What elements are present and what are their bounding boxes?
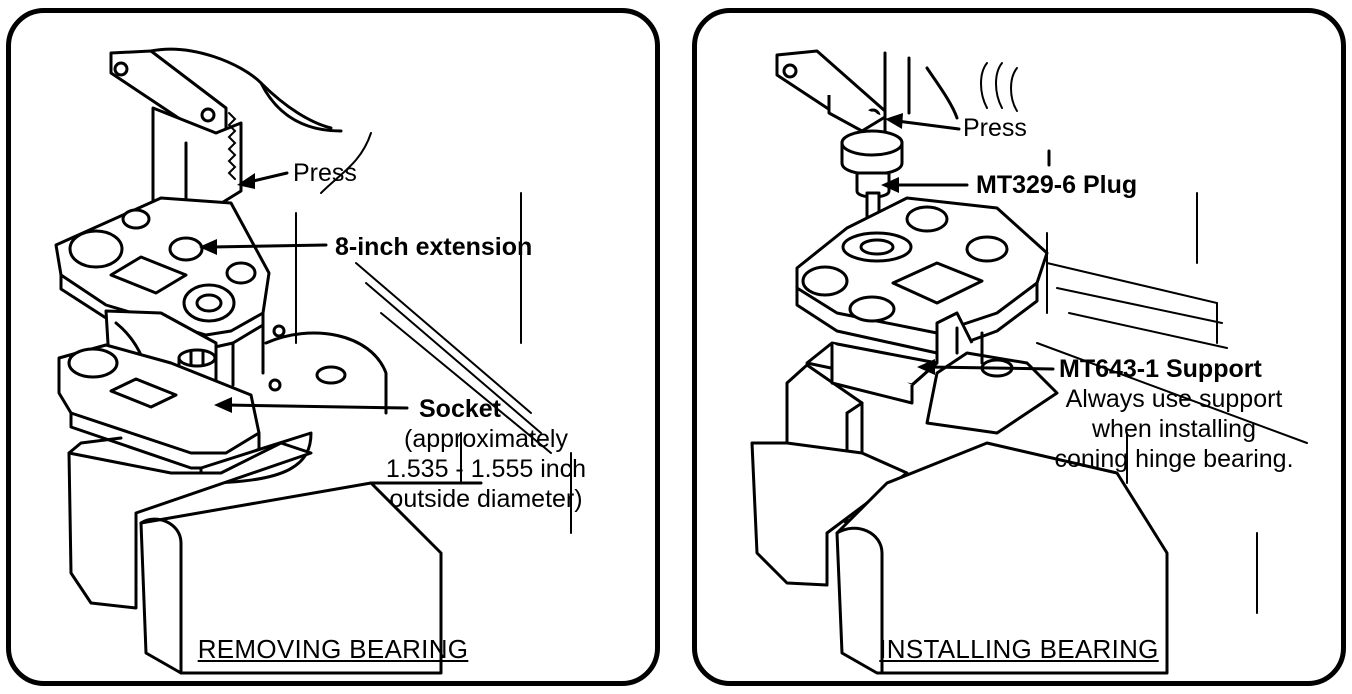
upper-press-plate	[795, 196, 1049, 355]
press-label: Press	[963, 114, 1027, 142]
press-frame	[1036, 192, 1308, 614]
press-head	[775, 49, 1018, 135]
lower-press-plate	[750, 326, 1169, 675]
press-label: Press	[293, 159, 357, 187]
socket-note-line-1: (approximately	[404, 425, 568, 453]
installing-leader-lines	[881, 113, 1055, 375]
plug-label: MT329-6 Plug	[976, 171, 1138, 199]
removing-bearing-panel: Press 8-inch extension Socket (approxima…	[6, 8, 660, 686]
installing-bearing-illustration	[750, 49, 1308, 675]
press-frame	[295, 132, 572, 534]
press-head	[109, 47, 343, 135]
socket-note-line-2: 1.535 - 1.555 inch	[385, 455, 587, 483]
extension-label: 8-inch extension	[335, 233, 533, 261]
socket-label: Socket	[419, 395, 501, 423]
support-note-line-1: Always use support	[1065, 385, 1283, 413]
removing-bearing-caption: REMOVING BEARING	[197, 634, 469, 664]
plug	[840, 129, 904, 240]
removing-leader-lines	[199, 171, 409, 413]
upper-press-plate	[54, 196, 271, 387]
support-label: MT643-1 Support	[1059, 355, 1262, 383]
socket-note-line-3: outside diameter)	[389, 485, 583, 513]
support-note-line-2: when installing	[1092, 415, 1256, 443]
support-note-line-3: coning hinge bearing.	[1054, 445, 1294, 473]
installing-bearing-panel: Press MT329-6 Plug MT643-1 Support Alway…	[692, 8, 1346, 686]
removing-bearing-illustration	[54, 47, 572, 675]
press-base	[67, 436, 483, 675]
installing-bearing-caption: INSTALLING BEARING	[879, 634, 1159, 664]
